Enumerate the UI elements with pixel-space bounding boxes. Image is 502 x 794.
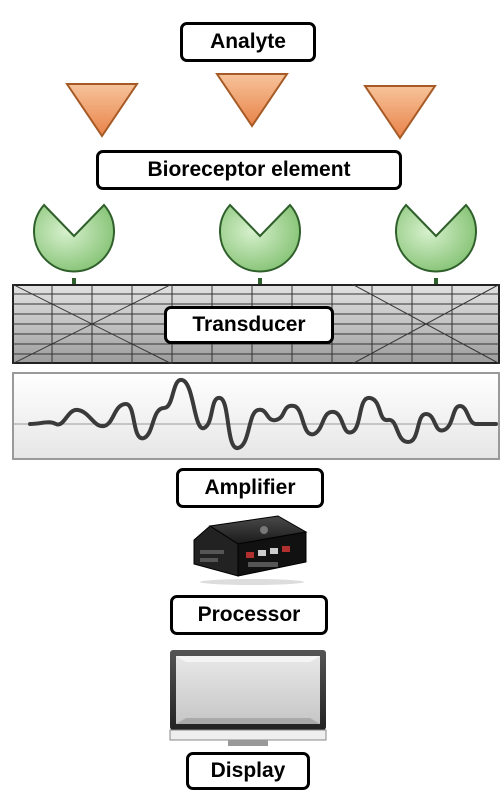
processor-device-icon: [193, 515, 308, 585]
transducer-label: Transducer: [164, 306, 334, 344]
signal-waveform-line: [28, 378, 498, 450]
analyte-triangle-icon-2: [215, 73, 289, 128]
bioreceptor-label-text: Bioreceptor element: [147, 158, 351, 181]
analyte-label-text: Analyte: [210, 30, 286, 53]
display-label: Display: [186, 752, 310, 790]
amplifier-label: Amplifier: [176, 468, 324, 508]
analyte-label: Analyte: [180, 22, 316, 62]
bioreceptor-receptor-icon-3: [395, 203, 477, 289]
bioreceptor-receptor-icon-2: [219, 203, 301, 289]
bioreceptor-receptor-icon-1: [33, 203, 115, 289]
processor-label: Processor: [170, 595, 328, 635]
analyte-triangle-icon-1: [65, 83, 139, 138]
monitor-icon: [169, 650, 327, 746]
signal-waveform-panel: [12, 372, 500, 460]
amplifier-label-text: Amplifier: [204, 476, 296, 499]
bioreceptor-label: Bioreceptor element: [96, 150, 402, 190]
display-label-text: Display: [210, 759, 286, 782]
processor-label-text: Processor: [197, 603, 301, 626]
transducer-label-text: Transducer: [192, 313, 306, 336]
analyte-triangle-icon-3: [363, 85, 437, 140]
